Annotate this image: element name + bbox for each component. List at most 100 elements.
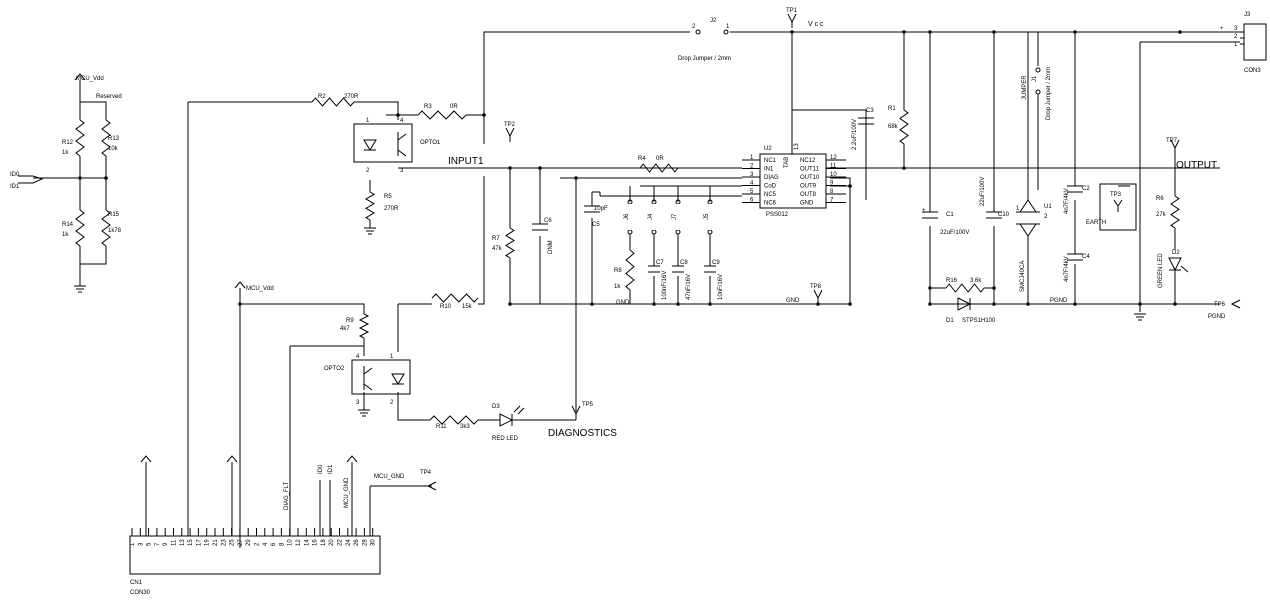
tp2-testpoint[interactable]: [505, 127, 515, 142]
r1-value: 68k: [888, 124, 899, 130]
opto1-pin3: 3: [400, 168, 404, 174]
u2-pin-NC1: NC1: [764, 158, 777, 164]
cn1-pin-29: 29: [246, 539, 252, 546]
opto2-pin1: 1: [390, 354, 394, 360]
u2-tab-label: TAB: [784, 157, 790, 168]
opto1-ref: OPTO1: [420, 140, 441, 146]
r15-ref: R15: [108, 212, 120, 218]
j1-pin-1: [1035, 89, 1041, 95]
cn1-arrow-pin13: [226, 455, 238, 463]
d1-value: STPS1H100: [962, 318, 996, 324]
opto1-optocoupler: [353, 123, 413, 163]
capacitor-c8: [672, 265, 684, 273]
c4-value: 4n7F/4kV: [1064, 256, 1070, 282]
u2-pin-GND: GND: [800, 201, 814, 207]
c1-plus: +: [922, 208, 926, 214]
junction-dot: [1178, 30, 1182, 34]
tp3-testpoint[interactable]: [1099, 183, 1137, 231]
r2-ref: R2: [318, 94, 326, 100]
u2-pin-CoD: CoD: [764, 184, 777, 190]
j5-ref: J5: [704, 213, 710, 220]
cn1-pin-30: 30: [371, 539, 377, 546]
j2-pin-1: [723, 29, 729, 35]
ground-symbol-opto2: [358, 409, 370, 417]
resistor-r6: [1170, 195, 1180, 229]
opto1-pin1: 1: [366, 118, 370, 124]
r10-value: 15k: [462, 304, 473, 310]
r15-value: 1k78: [108, 228, 122, 234]
tp1-label: TP1: [786, 8, 798, 14]
junction-dot: [508, 166, 512, 170]
d3-red-led: [499, 405, 540, 427]
junction-dot: [396, 113, 400, 117]
tp5-testpoint[interactable]: [571, 405, 581, 420]
mcu-vdd-arrow-top: [74, 73, 86, 81]
net-id0-cn1: ID0: [318, 464, 324, 474]
cn1-pin-8: 8: [279, 542, 285, 546]
capacitor-c6: [532, 223, 548, 231]
net-id1: ID1: [10, 184, 20, 190]
j4-ref: J4: [648, 213, 654, 220]
cn1-pin-27: 27: [238, 539, 244, 546]
ground-symbol-r5: [364, 227, 376, 235]
r5-ref: R5: [384, 194, 392, 200]
u1-ref: U1: [1044, 204, 1052, 210]
r16-ref: R16: [946, 278, 958, 284]
net-id0: ID0: [10, 172, 20, 178]
cn1-arrow-pin29: [346, 455, 358, 463]
ground-symbol-divider: [74, 285, 86, 293]
c1-ref: C1: [946, 212, 954, 218]
junction-dot: [708, 302, 712, 306]
r14-value: 1k: [62, 232, 69, 238]
opto2-pin2: 2: [390, 400, 394, 406]
junction-dot: [992, 286, 996, 290]
j3-con3-connector[interactable]: [1240, 23, 1267, 61]
u1-value: SMCJ40CA: [1020, 261, 1026, 292]
u2-pin-6-num: 6: [750, 198, 754, 204]
resistor-r1: [899, 109, 909, 145]
junction-dot: [1073, 30, 1077, 34]
j7-ref: J7: [672, 213, 678, 220]
tp7-testpoint[interactable]: [1170, 139, 1180, 154]
opto2-pin3: 3: [356, 400, 360, 406]
tp1-testpoint[interactable]: [787, 13, 797, 28]
j3-value: CON3: [1244, 68, 1261, 74]
tp8-label: TP8: [810, 284, 822, 290]
u2-pin-9-num: 9: [830, 181, 834, 187]
r7-value: 47k: [492, 246, 503, 252]
junction-dot: [928, 286, 932, 290]
tp6-label: TP6: [1214, 302, 1226, 308]
capacitor-c9: [704, 265, 716, 273]
cn1-pin-17: 17: [196, 539, 202, 546]
cn1-ref: CN1: [130, 580, 143, 586]
j1-label-drop: Drop Jumper / 2mm: [1046, 67, 1052, 120]
tp5-label: TP5: [582, 402, 594, 408]
resistor-r4: [639, 163, 679, 173]
u2-tab-pin: 13: [794, 143, 800, 150]
r2-value: 270R: [344, 94, 359, 100]
c5-value: 10pF: [594, 206, 608, 212]
d1-schottky-diode: [957, 297, 972, 311]
u2-pin-NC12: NC12: [800, 158, 816, 164]
capacitor-c3: [858, 117, 874, 125]
tp6-testpoint[interactable]: [1230, 299, 1241, 309]
u2-pin-OUT10: OUT10: [800, 175, 820, 181]
u2-value: PSS012: [766, 212, 789, 218]
cn1-pin-7: 7: [155, 542, 161, 546]
r9-ref: R9: [346, 318, 354, 324]
c7-ref: C7: [656, 260, 664, 266]
d2-value: GREEN LED: [1158, 253, 1164, 288]
c2-ref: C2: [1082, 186, 1090, 192]
c5-ref: C5: [592, 222, 600, 228]
u2-pin-12-num: 12: [830, 155, 837, 161]
capacitor-c1: [922, 211, 938, 219]
jumper-j4-pin-1: [651, 229, 657, 235]
tp4-testpoint[interactable]: [426, 481, 437, 491]
resistor-r10: [431, 293, 479, 303]
tp8-testpoint[interactable]: [813, 289, 823, 304]
d2-green-led: [1168, 257, 1189, 273]
net-mcu-vdd-top: MCU_Vdd: [76, 76, 104, 82]
jumper-j7-pin-1: [675, 229, 681, 235]
u2-pin-NC5: NC5: [764, 192, 777, 198]
